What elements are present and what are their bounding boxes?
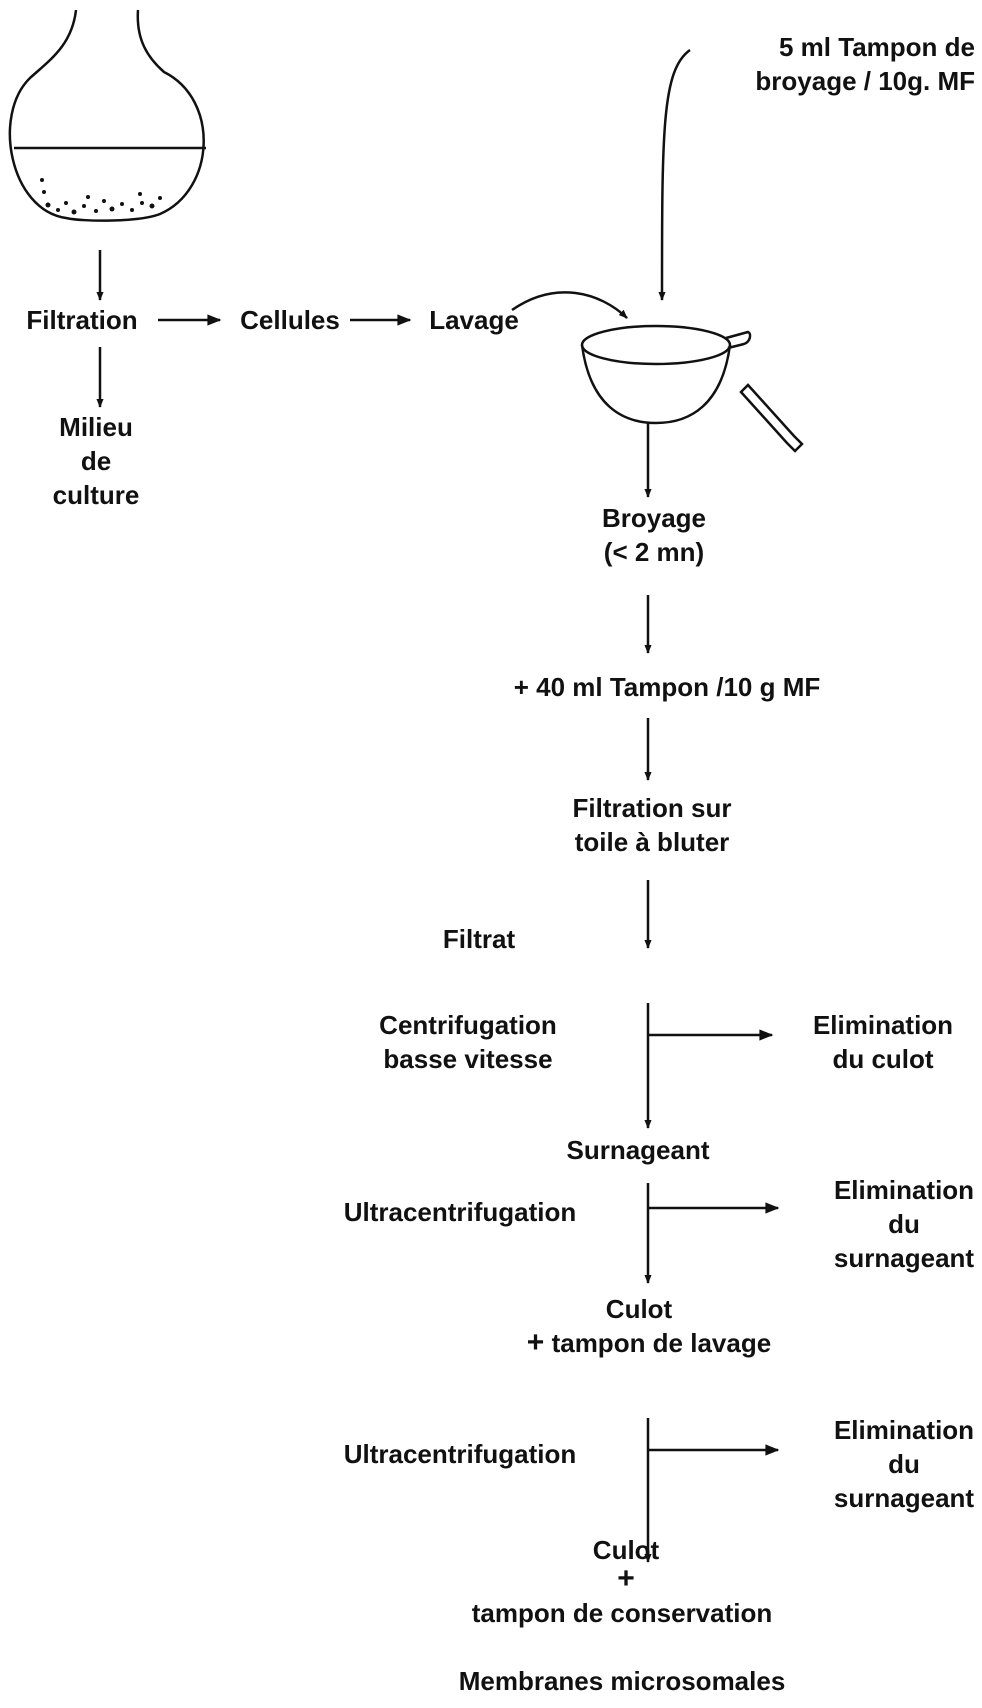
ultracentrifugation-1-label: Ultracentrifugation [343, 1197, 577, 1227]
surnageant-label: Surnageant [566, 1135, 710, 1165]
elimination-surnageant-1-line2: du [888, 1209, 920, 1239]
elimination-surnageant-1-label: Elimination du surnageant [834, 1173, 974, 1275]
milieu-line1: Milieu [59, 412, 133, 442]
elimination-surnageant-2-line2: du [888, 1449, 920, 1479]
centrifugation-line2: basse vitesse [383, 1044, 553, 1074]
culture-flask-icon [8, 9, 206, 222]
input-buffer-line1: 5 ml Tampon de [779, 32, 975, 62]
curved-arrow-lavage-to-mortar [511, 291, 628, 319]
mortar-pestle-icon [580, 324, 804, 453]
cellules-label: Cellules [240, 305, 340, 335]
elimination-surnageant-2-line1: Elimination [833, 1415, 975, 1445]
elimination-culot-line1: Elimination [812, 1010, 954, 1040]
broyage-line1: Broyage [601, 503, 707, 533]
lavage-label: Lavage [429, 305, 519, 335]
plus-sign: + [526, 1326, 545, 1359]
elimination-culot-line2: du culot [832, 1044, 934, 1074]
filtration-sur-toile-label: Filtration sur toile à bluter [573, 791, 732, 859]
culot-2-label: Culot [592, 1535, 660, 1565]
broyage-line2: (< 2 mn) [603, 537, 705, 567]
elimination-surnageant-1-line3: surnageant [833, 1243, 975, 1273]
culot-1-line2: tampon de lavage [551, 1328, 772, 1358]
milieu-line2: de [80, 446, 112, 476]
culot-2-plus-sign: + [617, 1562, 635, 1596]
elimination-culot-label: Elimination du culot [813, 1008, 953, 1076]
culot-2-buffer-label: tampon de conservation [471, 1598, 773, 1628]
filtration-label: Filtration [26, 305, 138, 335]
input-buffer-label: 5 ml Tampon de broyage / 10g. MF [755, 30, 975, 98]
filtration-sur-line2: toile à bluter [574, 827, 730, 857]
cell-sediment [40, 178, 162, 215]
ultracentrifugation-2-label: Ultracentrifugation [343, 1439, 577, 1469]
broyage-label: Broyage (< 2 mn) [602, 501, 706, 569]
culot-1-label: Culot [605, 1294, 673, 1324]
curved-arrow-buffer-to-mortar [658, 48, 691, 301]
milieu-line3: culture [52, 480, 140, 510]
filtration-sur-line1: Filtration sur [572, 793, 732, 823]
tampon40-label: + 40 ml Tampon /10 g MF [513, 672, 821, 702]
elimination-surnageant-1-line1: Elimination [833, 1175, 975, 1205]
culot-1-buffer-label: + tampon de lavage [527, 1326, 771, 1360]
elimination-surnageant-2-label: Elimination du surnageant [834, 1413, 974, 1515]
filtrat-label: Filtrat [442, 924, 516, 954]
result-label: Membranes microsomales [458, 1666, 786, 1696]
input-buffer-line2: broyage / 10g. MF [755, 66, 975, 96]
centrifugation-line1: Centrifugation [379, 1010, 557, 1040]
elimination-surnageant-2-line3: surnageant [833, 1483, 975, 1513]
centrifugation-label: Centrifugation basse vitesse [379, 1008, 557, 1076]
milieu-culture-label: Milieu de culture [53, 410, 140, 512]
plus-sign: + [617, 1562, 635, 1595]
